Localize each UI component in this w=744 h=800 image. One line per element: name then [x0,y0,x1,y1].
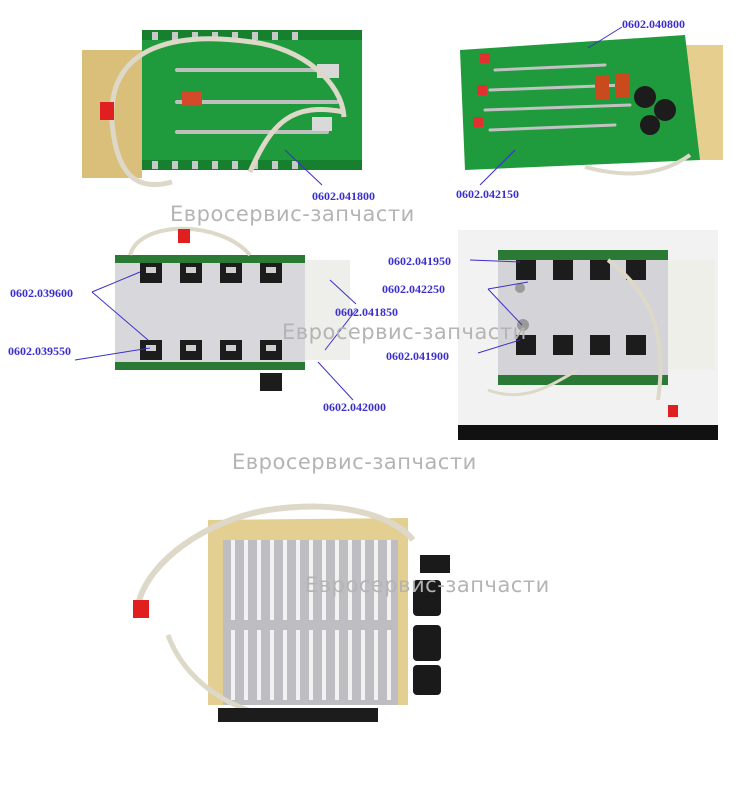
watermark-bottom: Евросервис-запчасти [305,573,550,597]
part-label-0602-041850: 0602.041850 [335,305,398,319]
heatsink-photo-bottom [128,500,458,730]
part-label-0602-041800: 0602.041800 [312,189,375,203]
part-label-0602-041950: 0602.041950 [388,254,451,268]
heatsink-photo-middle-left [100,225,355,395]
watermark-middle: Евросервис-запчасти [282,320,527,344]
part-label-0602-039600: 0602.039600 [10,286,73,300]
heatsink-photo-middle-right [458,230,718,440]
watermark-top: Евросервис-запчасти [170,202,415,226]
part-label-0602-039550: 0602.039550 [8,344,71,358]
watermark-center: Евросервис-запчасти [232,450,477,474]
part-label-0602-041900: 0602.041900 [386,349,449,363]
part-label-0602-042000: 0602.042000 [323,400,386,414]
pcb-photo-top-left [82,22,372,197]
part-label-0602-040800: 0602.040800 [622,17,685,31]
part-label-0602-042150: 0602.042150 [456,187,519,201]
part-label-0602-042250: 0602.042250 [382,282,445,296]
pcb-photo-top-right [455,25,725,185]
